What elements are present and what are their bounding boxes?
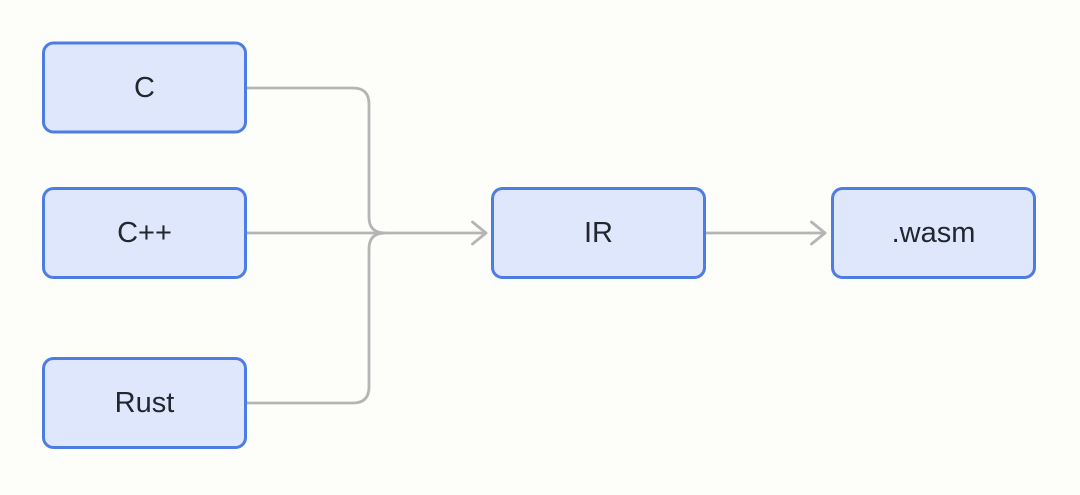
node-wasm-label: .wasm xyxy=(892,217,976,249)
node-ir-box xyxy=(491,187,706,279)
edge-rust-to-ir xyxy=(244,231,387,405)
node-ir-label: IR xyxy=(584,217,613,249)
arrowhead-into-wasm-icon xyxy=(810,220,827,246)
arrowhead-into-ir-icon xyxy=(471,220,488,246)
edge-c-to-ir xyxy=(244,86,387,235)
node-wasm-box xyxy=(831,187,1036,279)
node-cpp-label: C++ xyxy=(117,217,172,249)
node-wasm: .wasm xyxy=(831,187,1036,279)
node-c: C xyxy=(42,41,247,134)
node-cpp: C++ xyxy=(42,187,247,279)
node-c-box xyxy=(42,41,247,134)
node-c-label: C xyxy=(134,72,155,104)
node-rust: Rust xyxy=(42,357,247,449)
node-rust-label: Rust xyxy=(115,387,175,419)
node-ir: IR xyxy=(491,187,706,279)
node-cpp-box xyxy=(42,187,247,279)
node-rust-box xyxy=(42,357,247,449)
